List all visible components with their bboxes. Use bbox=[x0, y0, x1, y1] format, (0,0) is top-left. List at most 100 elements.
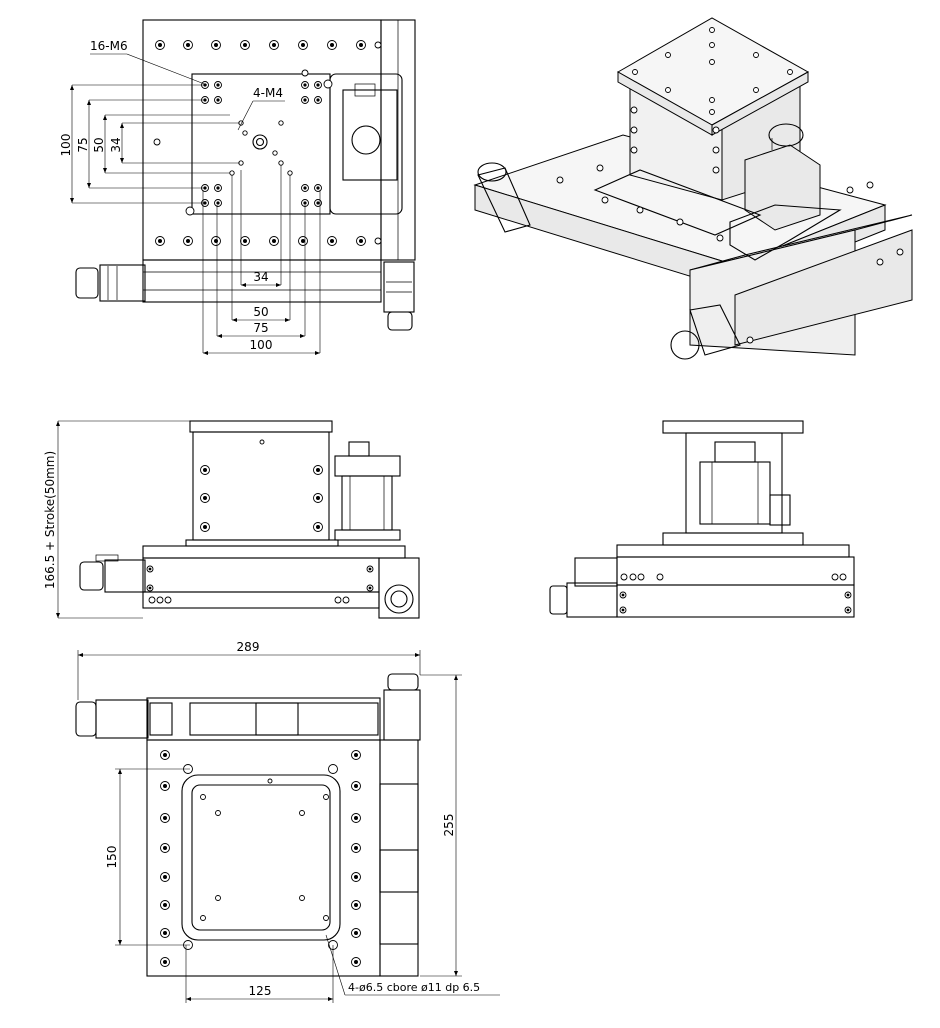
front-column bbox=[192, 431, 330, 541]
side-stepper-body bbox=[699, 461, 771, 525]
dim-v-100: 100 bbox=[59, 134, 73, 157]
top-left-motor bbox=[99, 264, 146, 302]
hole-center bbox=[303, 98, 307, 102]
front-end-motor bbox=[384, 584, 414, 614]
hole-center bbox=[368, 567, 372, 571]
hole-center bbox=[846, 608, 850, 612]
hole-center bbox=[330, 239, 334, 243]
hole-center bbox=[216, 201, 220, 205]
hole bbox=[876, 258, 884, 266]
top-stepper-body bbox=[342, 89, 398, 181]
callout-4-m4: 4-M4 bbox=[253, 86, 283, 100]
dim-h-75: 75 bbox=[253, 321, 268, 335]
hole-center bbox=[359, 43, 363, 47]
bottom-top-rail bbox=[146, 697, 381, 741]
hole-center bbox=[272, 239, 276, 243]
bottom-view: 289 255 150 125 4-ø6.5 cbore ø11 dp 6.5 bbox=[75, 640, 500, 1003]
bottom-holes bbox=[160, 750, 361, 967]
hole-center bbox=[163, 784, 167, 788]
arrowhead bbox=[203, 351, 208, 355]
hole-center bbox=[163, 931, 167, 935]
hole bbox=[342, 596, 350, 604]
arrowhead bbox=[120, 158, 124, 163]
arrowhead bbox=[300, 334, 305, 338]
bottom-recess-inner bbox=[191, 784, 331, 931]
dimension-arrows bbox=[56, 85, 458, 1001]
arrowhead bbox=[285, 318, 290, 322]
side-top-plate bbox=[662, 420, 804, 434]
isometric-view bbox=[473, 17, 913, 360]
arrowhead bbox=[415, 653, 420, 657]
hole-center bbox=[148, 586, 152, 590]
hole-center bbox=[216, 98, 220, 102]
hole-center bbox=[163, 903, 167, 907]
arrowhead bbox=[276, 283, 281, 287]
hole bbox=[676, 218, 684, 226]
hole-center bbox=[214, 43, 218, 47]
hole-center bbox=[186, 43, 190, 47]
hole-center bbox=[354, 784, 358, 788]
top-bottom-knob bbox=[387, 311, 413, 331]
hole-center bbox=[203, 468, 207, 472]
arrowhead bbox=[315, 351, 320, 355]
hole-center bbox=[163, 816, 167, 820]
hole bbox=[278, 160, 284, 166]
hole bbox=[156, 596, 164, 604]
top-horizontal-dimensions: 34 50 75 100 bbox=[202, 165, 321, 354]
hole bbox=[334, 596, 342, 604]
arrowhead bbox=[118, 940, 122, 945]
hole bbox=[323, 915, 329, 921]
arrowhead bbox=[70, 85, 74, 90]
hole bbox=[267, 778, 273, 784]
hole bbox=[709, 97, 715, 103]
hole bbox=[831, 573, 839, 581]
hole-center bbox=[243, 43, 247, 47]
hole-center bbox=[301, 239, 305, 243]
hole bbox=[164, 596, 172, 604]
dim-v-50: 50 bbox=[92, 137, 106, 152]
arrowhead bbox=[232, 318, 237, 322]
hole-center bbox=[316, 525, 320, 529]
side-lower-slide bbox=[616, 584, 855, 618]
top-base-plate bbox=[142, 19, 382, 261]
hole-center bbox=[316, 496, 320, 500]
hole-center bbox=[316, 186, 320, 190]
hole-center bbox=[621, 593, 625, 597]
arrowhead bbox=[186, 997, 191, 1001]
hole bbox=[601, 196, 609, 204]
hole bbox=[272, 150, 278, 156]
hole bbox=[323, 794, 329, 800]
top-view: 16-M6 4-M4 100 75 50 34 bbox=[59, 19, 416, 354]
hole bbox=[200, 915, 206, 921]
hole-center bbox=[316, 98, 320, 102]
hole-center bbox=[354, 960, 358, 964]
arrowhead bbox=[120, 123, 124, 128]
arrowhead bbox=[103, 168, 107, 173]
top-lower-rail bbox=[142, 259, 382, 303]
iso-holes bbox=[556, 27, 904, 344]
hole-center bbox=[316, 468, 320, 472]
hole-center bbox=[216, 83, 220, 87]
hole bbox=[630, 126, 638, 134]
front-holes bbox=[146, 465, 374, 604]
hole bbox=[287, 170, 293, 176]
front-lower-slide bbox=[142, 557, 380, 593]
dim-pitch-125: 125 bbox=[249, 984, 272, 998]
hole-center bbox=[163, 846, 167, 850]
hole bbox=[299, 810, 305, 816]
arrowhead bbox=[328, 997, 333, 1001]
hole-center bbox=[158, 239, 162, 243]
hole-center bbox=[303, 201, 307, 205]
arrowhead bbox=[118, 769, 122, 774]
iso-left-motor bbox=[477, 167, 531, 233]
arrowhead bbox=[217, 334, 222, 338]
hole bbox=[846, 186, 854, 194]
front-top-plate bbox=[189, 420, 333, 433]
dim-h-50: 50 bbox=[253, 305, 268, 319]
bottom-recess-outer bbox=[181, 774, 341, 941]
hole-center bbox=[359, 239, 363, 243]
arrowhead bbox=[103, 115, 107, 120]
bottom-top-motor bbox=[383, 689, 421, 741]
dim-width-289: 289 bbox=[237, 640, 260, 654]
iso-front-motor bbox=[689, 304, 741, 356]
